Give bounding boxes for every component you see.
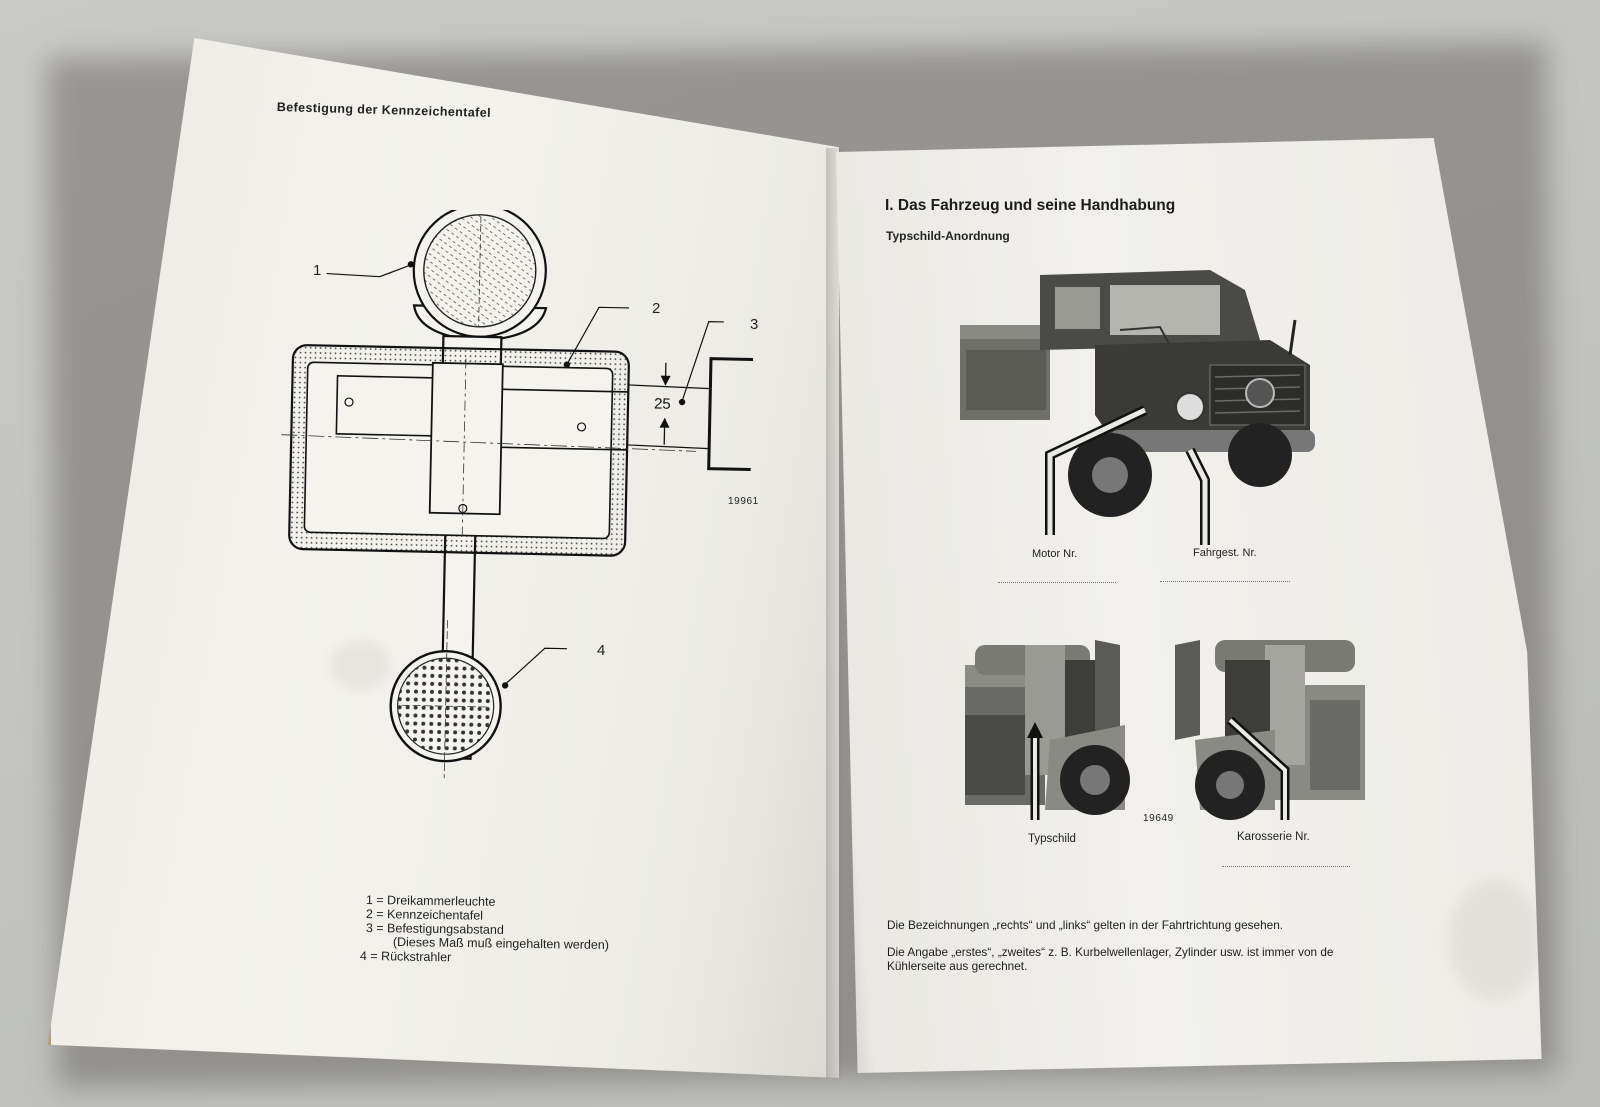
legend-item-4: 4 = Rückstrahler	[359, 949, 452, 965]
motor-nr-caption: Motor Nr.	[1032, 548, 1078, 560]
section-subheading: Typschild-Anordnung	[886, 229, 1010, 243]
right-figure-number: 19649	[1143, 813, 1174, 824]
direction-note: Die Bezeichnungen „rechts“ und „links“ g…	[887, 918, 1284, 932]
legend-item-3: 3 = Befestigungsabstand	[365, 921, 504, 937]
dimension-label: 25	[654, 395, 671, 412]
left-page	[48, 38, 839, 1078]
license-plate-mounting-diagram: 25	[281, 210, 754, 779]
numbering-note-line-1: Die Angabe „erstes“, „zweites“ z. B. Kur…	[887, 945, 1334, 959]
fahrgest-nr-entry-line	[1160, 581, 1290, 582]
page-stain	[330, 640, 390, 690]
page-stain	[1450, 880, 1540, 1000]
callout-3: 3	[750, 316, 759, 333]
fahrgest-nr-caption: Fahrgest. Nr.	[1193, 547, 1257, 559]
callout-4: 4	[597, 642, 606, 659]
motor-nr-entry-line	[998, 582, 1116, 583]
typschild-caption: Typschild	[1028, 833, 1076, 845]
numbering-note-line-2: Kühlerseite aus gerechnet.	[887, 959, 1028, 973]
three-chamber-lamp	[412, 210, 548, 342]
karosserie-nr-entry-line	[1222, 866, 1350, 867]
truck-front-photo	[960, 270, 1315, 545]
book-spine	[826, 148, 844, 1078]
license-plate	[281, 344, 697, 557]
callout-2: 2	[652, 300, 661, 317]
reflector	[389, 620, 502, 779]
truck-right-side-photo	[1175, 640, 1365, 820]
chapter-heading: I. Das Fahrzeug und seine Handhabung	[885, 197, 1176, 214]
left-figure-number: 19961	[728, 496, 759, 507]
karosserie-nr-caption: Karosserie Nr.	[1237, 831, 1310, 843]
callout-1: 1	[313, 262, 322, 279]
truck-left-side-photo	[965, 640, 1130, 820]
